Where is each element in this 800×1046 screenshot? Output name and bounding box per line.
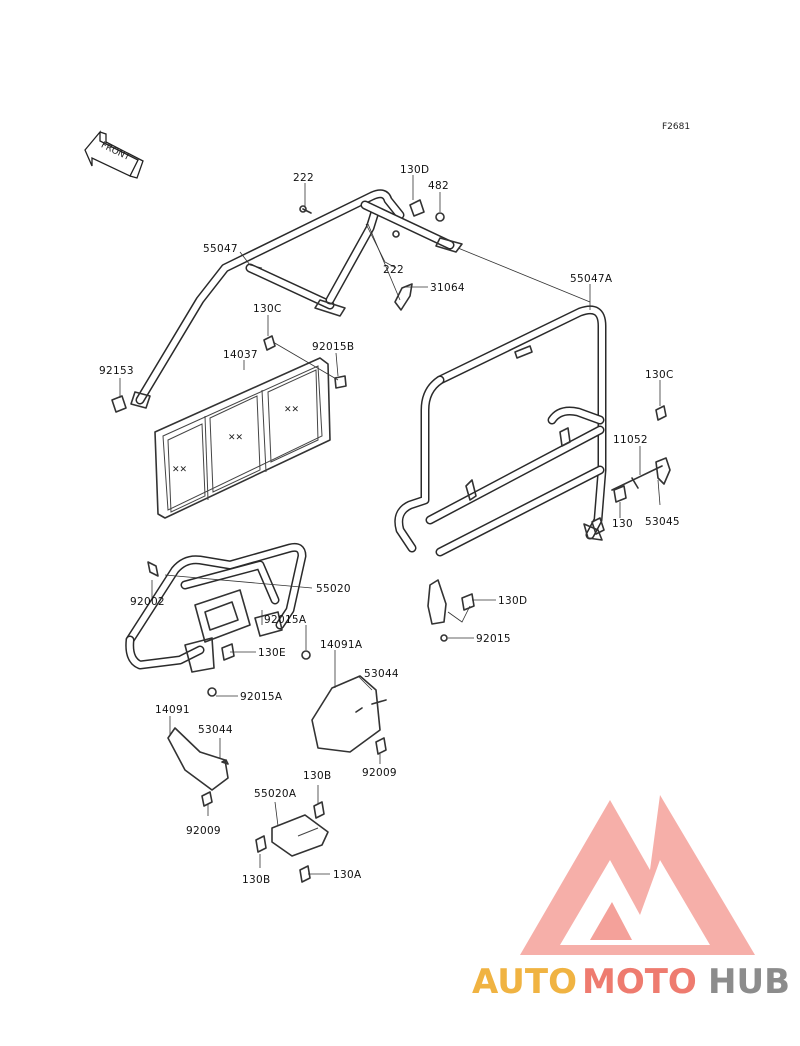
watermark-auto: AUTO (472, 962, 577, 1002)
label-55047a: 55047A (570, 273, 613, 285)
label-14037: 14037 (223, 349, 258, 361)
label-482: 482 (428, 180, 449, 192)
label-53045: 53045 (645, 516, 680, 528)
label-222-top: 222 (293, 172, 314, 184)
watermark-logo: AUTO MOTO HUB (472, 795, 790, 1002)
label-130c-left: 130C (253, 303, 282, 315)
watermark-moto: MOTO (582, 962, 697, 1002)
label-130b-bottom: 130B (242, 874, 270, 886)
figure-code: F2681 (662, 122, 690, 132)
hook-53045 (611, 457, 671, 491)
label-130b-top: 130B (303, 770, 331, 782)
front-arrow: FRONT (84, 130, 144, 179)
label-92015b: 92015B (312, 341, 354, 353)
label-55020a: 55020A (254, 788, 297, 800)
leader-lines (119, 175, 661, 875)
svg-text:✕✕: ✕✕ (172, 465, 187, 475)
label-14091: 14091 (155, 704, 190, 716)
hardware-fasteners (111, 199, 667, 883)
label-130a: 130A (333, 869, 362, 881)
plate-14091 (167, 727, 229, 791)
rear-frame-55047a (394, 305, 607, 557)
label-130e: 130E (258, 647, 286, 659)
label-55047: 55047 (203, 243, 238, 255)
roll-bar-55047 (130, 189, 463, 409)
label-130c-right: 130C (645, 369, 674, 381)
plate-14091a (311, 675, 387, 753)
watermark-hub: HUB (708, 962, 790, 1002)
plate-55020a (271, 814, 329, 857)
label-53044-left: 53044 (198, 724, 233, 736)
label-92009-right: 92009 (362, 767, 397, 779)
label-92153: 92153 (99, 365, 134, 377)
label-130d-bottom: 130D (498, 595, 527, 607)
label-55020: 55020 (316, 583, 351, 595)
label-222-mid: 222 (383, 264, 404, 276)
label-130d-top: 130D (400, 164, 429, 176)
bracket-130d-lower (427, 579, 447, 625)
label-92002: 92002 (130, 596, 165, 608)
svg-text:✕✕: ✕✕ (228, 433, 243, 443)
svg-text:✕✕: ✕✕ (284, 405, 299, 415)
front-bumper-55020 (125, 542, 307, 673)
label-11052: 11052 (613, 434, 648, 446)
bracket-31064 (394, 283, 413, 311)
label-92015a-bottom: 92015A (240, 691, 283, 703)
label-14091a: 14091A (320, 639, 363, 651)
label-31064: 31064 (430, 282, 465, 294)
label-92009-left: 92009 (186, 825, 221, 837)
label-53044-right: 53044 (364, 668, 399, 680)
part-labels: 222 130D 482 55047 222 31064 55047A 130C… (99, 164, 680, 886)
label-92015a-top: 92015A (264, 614, 307, 626)
net-14037: ✕✕ ✕✕ ✕✕ (154, 357, 331, 519)
label-92015: 92015 (476, 633, 511, 645)
label-130: 130 (612, 518, 633, 530)
